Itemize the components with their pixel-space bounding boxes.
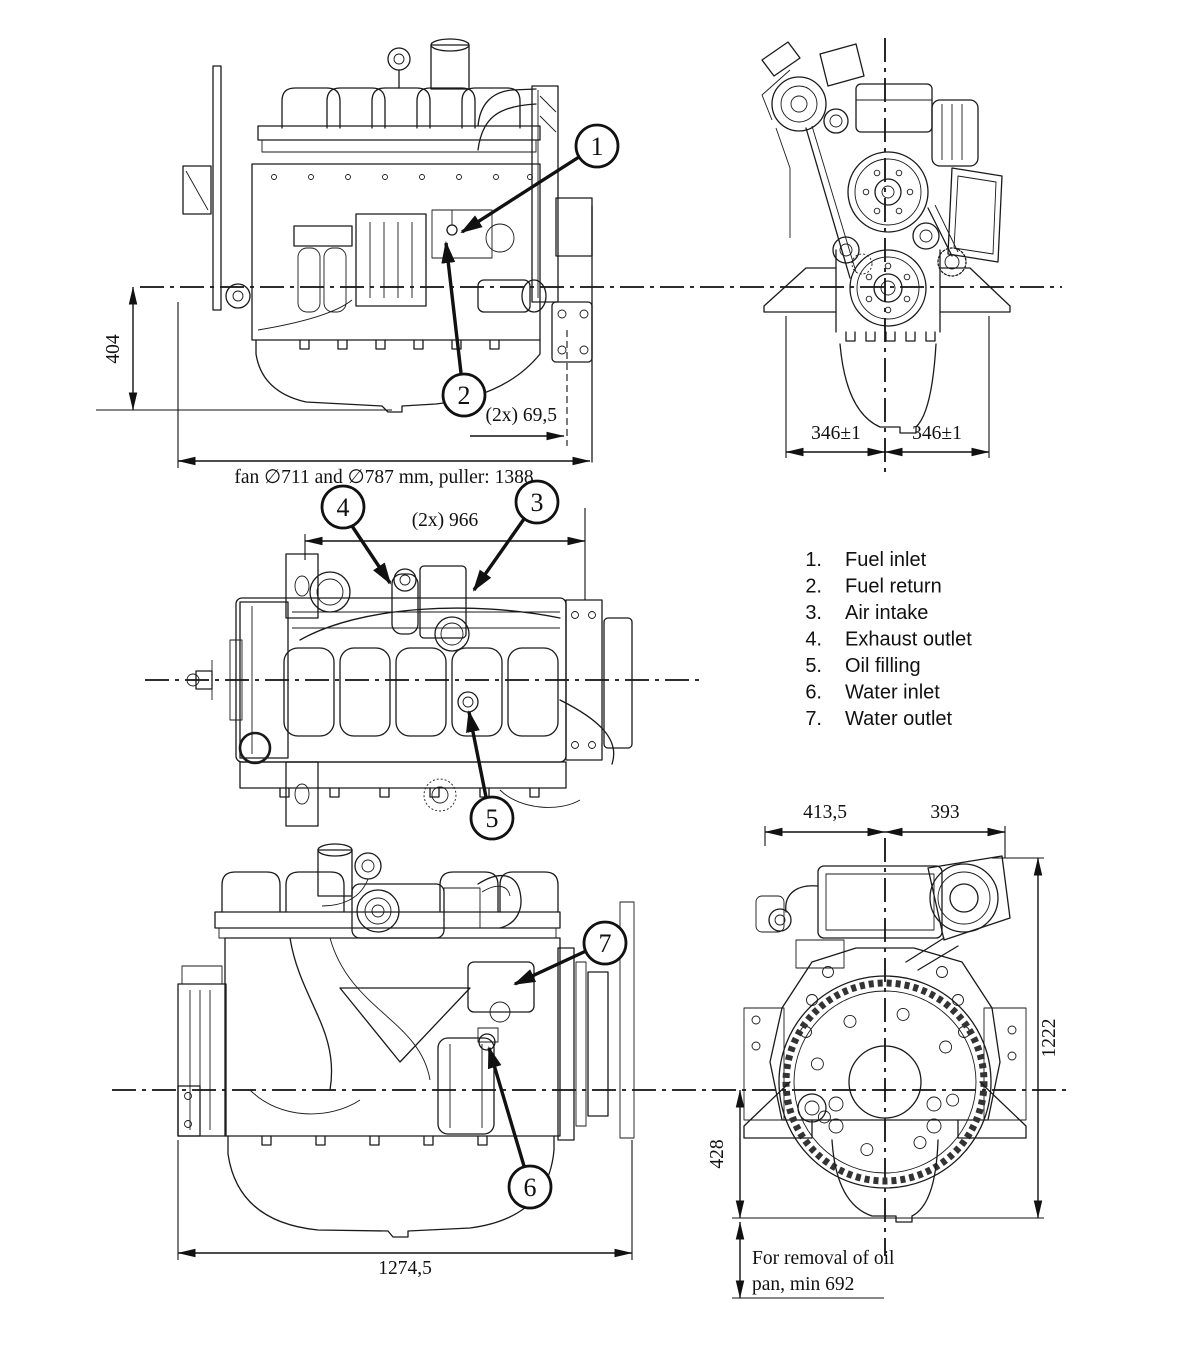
dim-1222-label: 1222	[1039, 1019, 1060, 1058]
dim-1274-5-label: 1274,5	[378, 1258, 432, 1279]
dim-69-5-label: (2x) 69,5	[486, 405, 558, 426]
legend-label-4: Exhaust outlet	[845, 629, 972, 651]
callout-1-balloon	[574, 123, 620, 169]
callout-3-balloon	[514, 479, 560, 525]
callout-2: 2	[441, 241, 487, 418]
centerlines	[112, 38, 1066, 1256]
dim-69-5: (2x) 69,5	[470, 330, 568, 446]
dim-oil-pan-removal: For removal of oil pan, min 692	[732, 1221, 895, 1299]
dim-413-5: 413,5	[764, 802, 886, 846]
view-top	[186, 553, 633, 827]
legend-label-6: Water inlet	[845, 682, 940, 704]
callout-1-number: 1	[591, 132, 604, 161]
dim-1222: 1222	[732, 857, 1060, 1219]
legend-label-3: Air intake	[845, 602, 928, 624]
legend-num-5: 5.	[805, 655, 822, 677]
dim-346-left: 346±1	[785, 316, 886, 458]
dim-1274-5: 1274,5	[177, 1140, 633, 1279]
callout-6-number: 6	[524, 1173, 537, 1202]
callout-6-balloon	[507, 1164, 553, 1210]
dim-346-right-label: 346±1	[912, 423, 962, 444]
callout-4-balloon	[320, 484, 366, 530]
legend-num-4: 4.	[805, 629, 822, 651]
oil-pan-note-line2: pan, min 692	[752, 1274, 854, 1295]
dim-346-left-label: 346±1	[811, 423, 861, 444]
view-rear	[743, 855, 1027, 1223]
legend-num-7: 7.	[805, 708, 822, 730]
callout-7-balloon	[582, 920, 628, 966]
callout-6: 6	[487, 1046, 553, 1210]
dim-966-label: (2x) 966	[412, 510, 479, 531]
callout-2-number: 2	[458, 381, 471, 410]
callout-2-balloon	[441, 372, 487, 418]
callout-5-number: 5	[486, 804, 499, 833]
dim-393: 393	[884, 802, 1006, 858]
callout-5: 5	[466, 710, 515, 841]
legend-label-5: Oil filling	[845, 655, 921, 677]
callout-7-number: 7	[599, 929, 612, 958]
callout-1: 1	[460, 123, 620, 234]
dim-966: (2x) 966	[304, 508, 586, 600]
callout-3-number: 3	[531, 488, 544, 517]
dim-fan: fan ∅711 and ∅787 mm, puller: 1388	[177, 302, 591, 488]
view-front	[761, 41, 1011, 434]
dim-428: 428	[707, 1089, 745, 1219]
callout-3: 3	[472, 479, 560, 592]
fan-note-label: fan ∅711 and ∅787 mm, puller: 1388	[234, 467, 533, 488]
legend-label-2: Fuel return	[845, 576, 942, 598]
callout-5-balloon	[469, 795, 515, 841]
legend-num-1: 1.	[805, 549, 822, 571]
legend: 1. Fuel inlet 2. Fuel return 3. Air inta…	[805, 549, 972, 730]
callout-4-number: 4	[337, 493, 350, 522]
view-right-side	[177, 843, 635, 1238]
dim-404: 404	[96, 286, 392, 411]
legend-num-2: 2.	[805, 576, 822, 598]
dim-393-label: 393	[930, 802, 959, 823]
callout-4: 4	[320, 484, 392, 585]
legend-label-7: Water outlet	[845, 708, 953, 730]
dim-413-5-label: 413,5	[803, 802, 847, 823]
callout-7: 7	[513, 920, 628, 986]
oil-pan-note-line1: For removal of oil	[752, 1248, 895, 1269]
legend-num-6: 6.	[805, 682, 822, 704]
dim-428-label: 428	[707, 1139, 728, 1168]
dim-404-label: 404	[103, 334, 124, 364]
legend-num-3: 3.	[805, 602, 822, 624]
legend-label-1: Fuel inlet	[845, 549, 927, 571]
view-left-side	[182, 38, 593, 463]
dim-346-right: 346±1	[884, 316, 990, 458]
